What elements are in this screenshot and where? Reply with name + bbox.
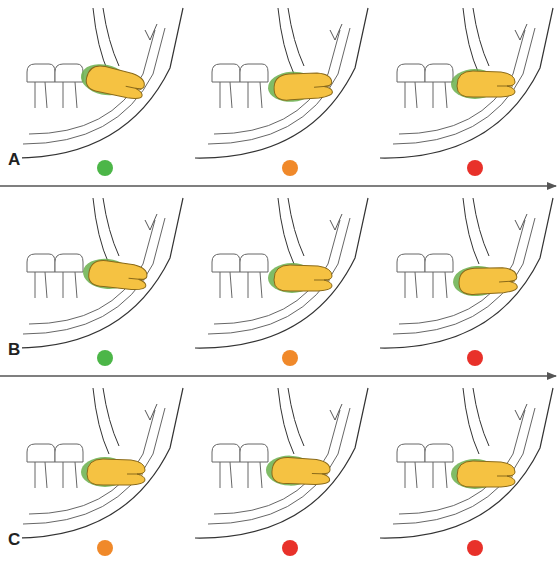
row-letter: C <box>6 530 22 549</box>
row-letter: B <box>6 340 22 359</box>
row-letter: A <box>6 150 22 169</box>
